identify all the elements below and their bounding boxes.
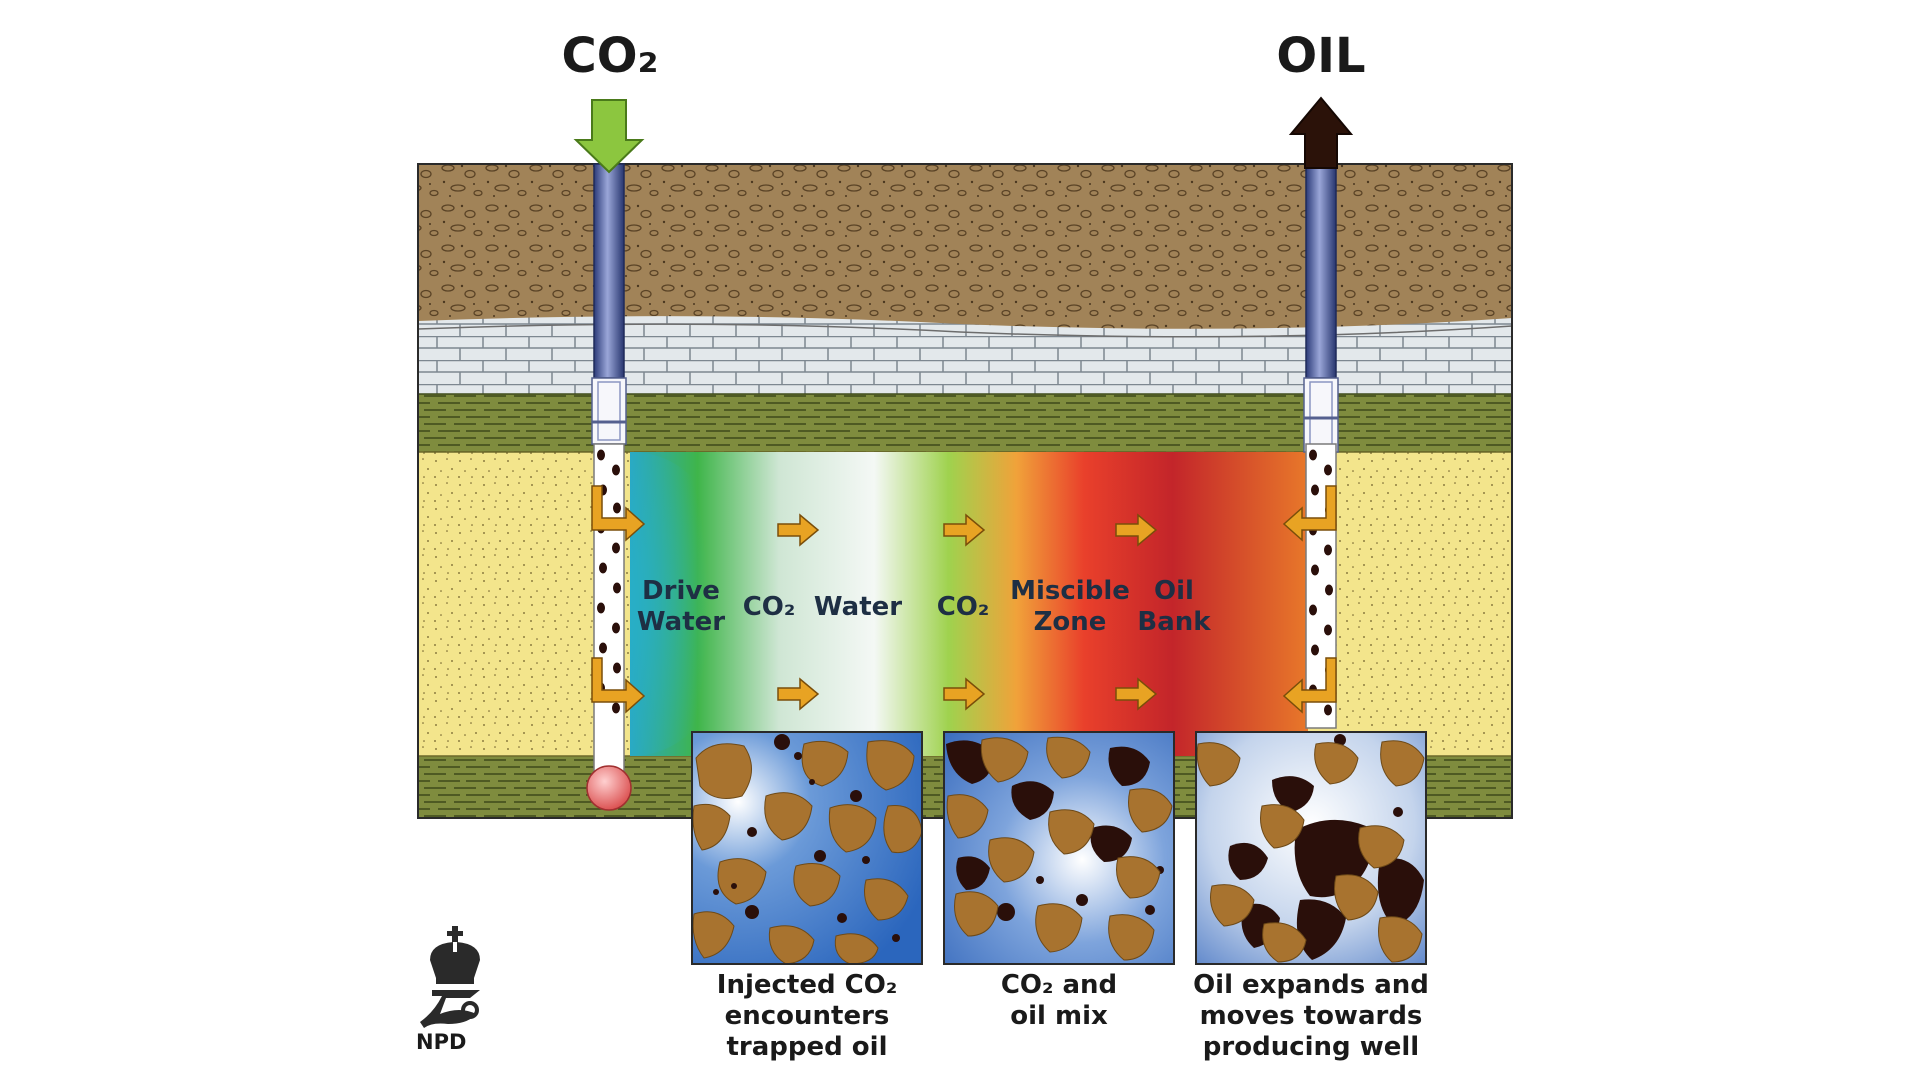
topsoil-layer xyxy=(418,164,1512,329)
pore-inset-oil-expands xyxy=(1195,731,1427,965)
crown-icon xyxy=(430,926,480,984)
zone-label-co2-second: CO₂ xyxy=(936,592,990,622)
inset-caption-injected: Injected CO₂ encounters trapped oil xyxy=(716,970,898,1062)
well-bottom-bulb xyxy=(586,765,632,811)
zone-label-miscible-zone: Miscible Zone xyxy=(1010,576,1130,637)
inset-caption-oil-expands: Oil expands and moves towards producing … xyxy=(1193,970,1429,1062)
npd-logo-text: NPD xyxy=(416,1030,467,1054)
oil-outlet-label: OIL xyxy=(1276,28,1366,84)
cap-rock-shale-layer xyxy=(418,394,1512,452)
pore-inset-injected xyxy=(691,731,923,965)
zone-label-drive-water: Drive Water xyxy=(636,576,726,637)
oil-output-arrow xyxy=(1288,96,1354,169)
limestone-layer xyxy=(418,316,1512,397)
co2-inlet-label: CO₂ xyxy=(561,28,659,84)
zone-label-co2: CO₂ xyxy=(742,592,796,622)
pore-inset-mixing xyxy=(943,731,1175,965)
co2-injection-arrow xyxy=(573,99,645,174)
npd-emblem-icon xyxy=(420,990,480,1028)
zone-label-water: Water xyxy=(813,592,903,622)
inset-caption-mixing: CO₂ and oil mix xyxy=(1000,970,1118,1031)
zone-label-oil-bank: Oil Bank xyxy=(1137,576,1211,637)
npd-logo xyxy=(420,926,480,1028)
